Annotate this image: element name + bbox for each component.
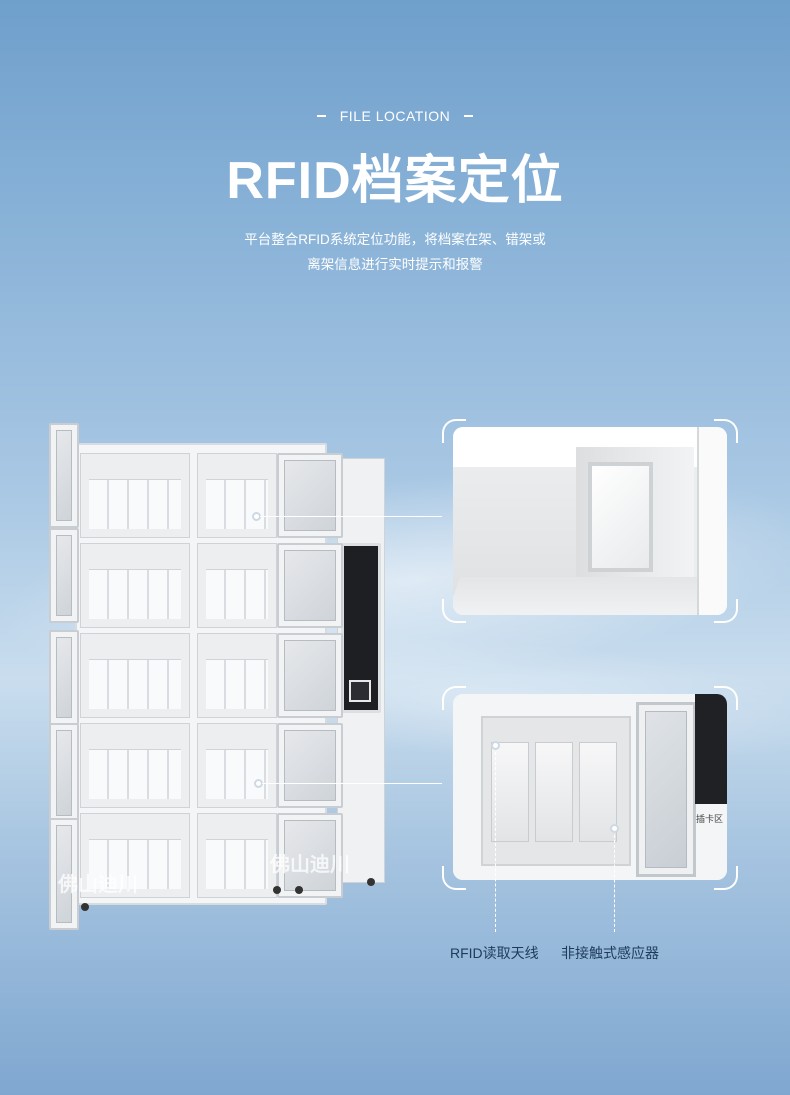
watermark-text: 佛山迪川 xyxy=(58,874,138,896)
caster-wheel-icon xyxy=(81,903,89,911)
watermark-text: 佛山迪川 xyxy=(270,854,350,876)
compartment-detail-photo: 插卡区 xyxy=(453,694,727,880)
section-eyebrow: FILE LOCATION xyxy=(0,108,790,124)
compartment-door xyxy=(636,702,696,877)
frame-corner xyxy=(714,419,738,443)
frame-corner xyxy=(442,866,466,890)
dash-icon xyxy=(464,115,474,117)
compartment xyxy=(80,813,190,898)
caster-wheel-icon xyxy=(367,878,375,886)
compartment xyxy=(197,723,277,808)
page-title: RFID档案定位 xyxy=(226,152,564,210)
compartment xyxy=(197,633,277,718)
compartment xyxy=(80,633,190,718)
page-subtitle: 平台整合RFID系统定位功能，将档案在架、错架或 离架信息进行实时提示和报警 xyxy=(0,227,790,277)
antenna-marker-dot xyxy=(491,741,500,750)
filing-cabinet-illustration xyxy=(45,418,390,938)
dashed-leader-line xyxy=(495,752,496,932)
open-door xyxy=(49,423,79,528)
frame-corner xyxy=(714,866,738,890)
frame-corner xyxy=(442,419,466,443)
frame-corner xyxy=(714,599,738,623)
touch-screen xyxy=(695,694,727,804)
card-reader-icon xyxy=(349,680,371,702)
compartment xyxy=(197,543,277,628)
frame-corner xyxy=(442,599,466,623)
open-door xyxy=(277,633,343,718)
open-door xyxy=(277,543,343,628)
frame-corner xyxy=(442,686,466,710)
open-door xyxy=(277,453,343,538)
sensor-label: 非接触式感应器 xyxy=(561,945,659,961)
antenna-label: RFID读取天线 xyxy=(450,945,539,961)
open-door xyxy=(49,818,79,930)
eyebrow-text: FILE LOCATION xyxy=(339,108,451,124)
dash-icon xyxy=(316,115,326,117)
callout-line xyxy=(260,516,442,517)
compartment xyxy=(197,453,277,538)
open-door xyxy=(277,723,343,808)
open-door xyxy=(49,528,79,623)
compartment xyxy=(197,813,277,898)
caster-wheel-icon xyxy=(295,886,303,894)
card-slot-label: 插卡区 xyxy=(695,814,723,824)
callout-line xyxy=(262,783,442,784)
compartment xyxy=(80,453,190,538)
subtitle-line: 离架信息进行实时提示和报警 xyxy=(307,257,483,272)
compartment-interior-photo xyxy=(453,427,727,615)
open-door xyxy=(277,813,343,898)
open-door xyxy=(49,630,79,725)
rfid-antenna-panel xyxy=(588,462,653,572)
caster-wheel-icon xyxy=(273,886,281,894)
compartment xyxy=(80,543,190,628)
frame-corner xyxy=(714,686,738,710)
subtitle-line: 平台整合RFID系统定位功能，将档案在架、错架或 xyxy=(244,232,546,247)
open-door xyxy=(49,723,79,823)
compartment xyxy=(80,723,190,808)
sensor-marker-dot xyxy=(610,824,619,833)
dashed-leader-line xyxy=(614,835,615,932)
